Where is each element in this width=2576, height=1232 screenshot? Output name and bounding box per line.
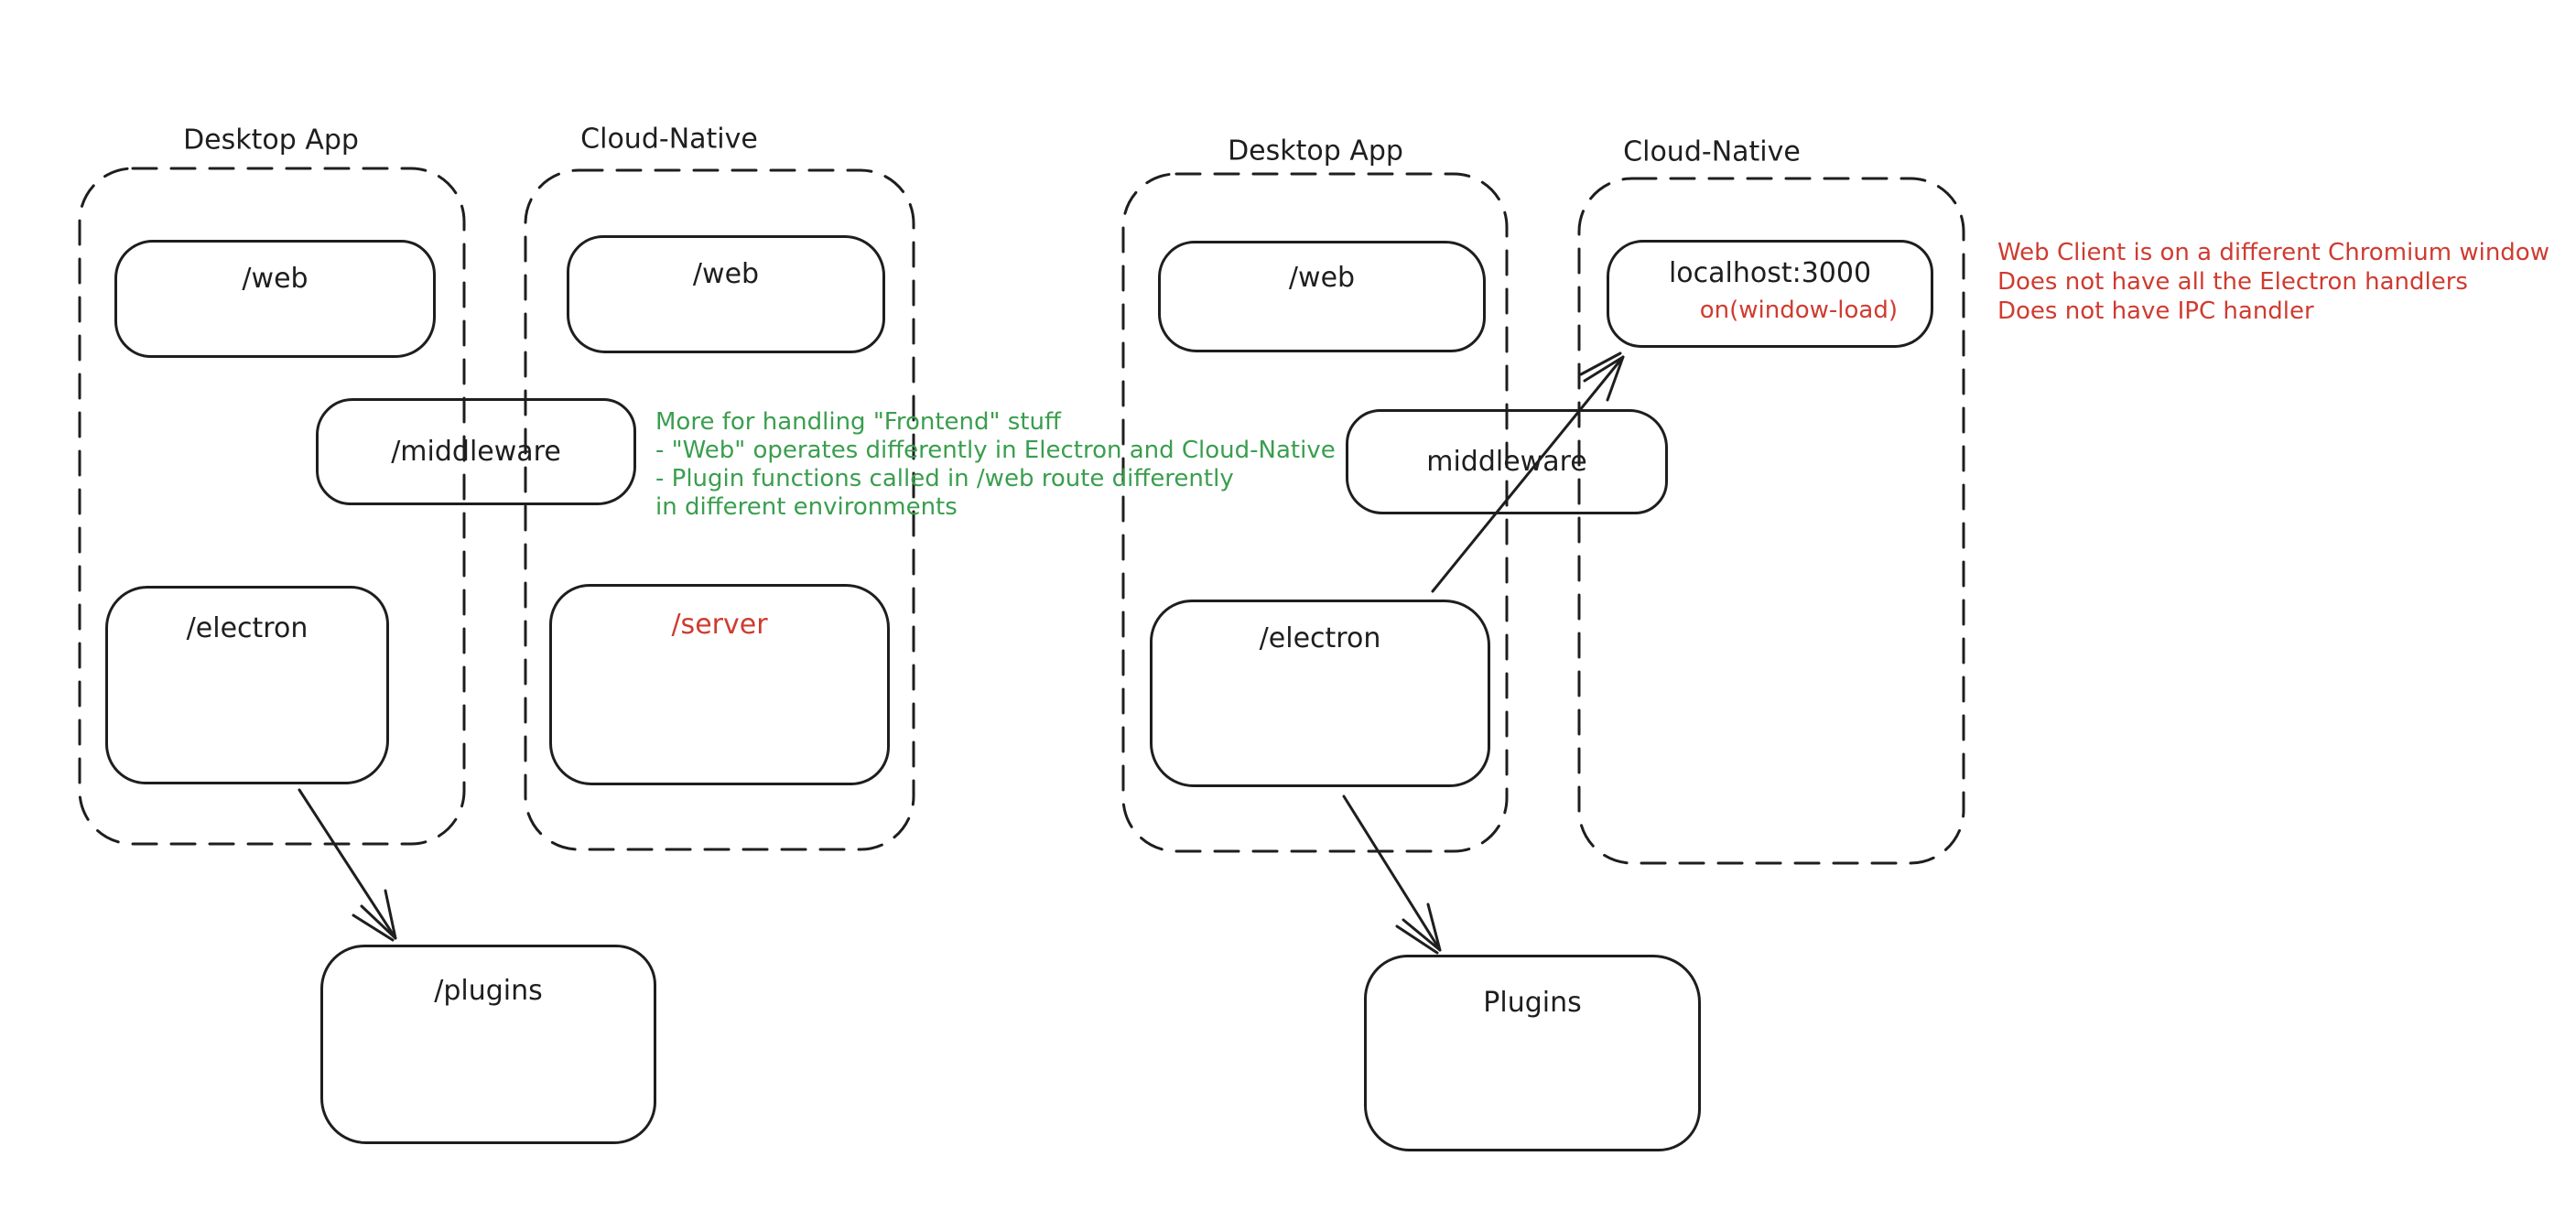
- web-box-desktop-right: /web: [1158, 241, 1486, 352]
- cloud-native-container-left: [524, 168, 915, 851]
- cloud-native-title-left: Cloud-Native: [580, 123, 758, 156]
- red-annotation-line-3: Does not have IPC handler: [1997, 297, 2314, 325]
- cloud-native-container-right: [1577, 177, 1965, 865]
- middleware-box-right-label: middleware: [1426, 446, 1587, 478]
- web-box-desktop-left-label: /web: [242, 263, 308, 295]
- plugins-box-left: /plugins: [320, 945, 656, 1144]
- green-annotation-line-3: - Plugin functions called in /web route …: [655, 465, 1234, 492]
- localhost-box-label: localhost:3000: [1668, 257, 1872, 289]
- desktop-app-title-left: Desktop App: [183, 124, 359, 157]
- server-box-left-label: /server: [671, 609, 768, 641]
- electron-box-right: /electron: [1150, 600, 1490, 787]
- electron-box-left: /electron: [105, 586, 389, 784]
- desktop-app-container-left: [78, 167, 466, 846]
- plugins-box-right-label: Plugins: [1483, 987, 1582, 1019]
- web-box-cloud-left-label: /web: [692, 258, 760, 290]
- arrow-electron-to-localhost: [1431, 351, 1625, 593]
- localhost-box: localhost:3000 on(window-load): [1607, 240, 1933, 348]
- server-box-left: /server: [549, 584, 890, 785]
- web-box-desktop-right-label: /web: [1288, 262, 1356, 294]
- plugins-box-left-label: /plugins: [434, 975, 543, 1007]
- window-load-label: on(window-load): [1699, 297, 1898, 324]
- green-annotation-line-2: - "Web" operates differently in Electron…: [655, 437, 1336, 464]
- web-box-cloud-left: /web: [567, 235, 885, 353]
- arrow-electron-to-plugins-right: [1342, 794, 1442, 955]
- middleware-box-left: /middleware: [316, 398, 636, 505]
- green-annotation-line-4: in different environments: [655, 493, 958, 521]
- electron-box-right-label: /electron: [1259, 622, 1381, 654]
- desktop-app-container-right: [1121, 172, 1509, 853]
- desktop-app-title-right: Desktop App: [1228, 135, 1403, 168]
- cloud-native-title-right: Cloud-Native: [1623, 135, 1801, 168]
- electron-box-left-label: /electron: [186, 612, 308, 644]
- red-annotation-line-1: Web Client is on a different Chromium wi…: [1997, 239, 2549, 266]
- arrow-electron-to-plugins-left: [298, 788, 397, 942]
- red-annotation: Web Client is on a different Chromium wi…: [1997, 238, 2549, 326]
- plugins-box-right: Plugins: [1364, 955, 1701, 1151]
- middleware-box-left-label: /middleware: [391, 436, 561, 468]
- green-annotation-line-1: More for handling "Frontend" stuff: [655, 408, 1061, 436]
- web-box-desktop-left: /web: [114, 240, 436, 358]
- red-annotation-line-2: Does not have all the Electron handlers: [1997, 268, 2468, 296]
- green-annotation: More for handling "Frontend" stuff - "We…: [655, 408, 1336, 522]
- middleware-box-right: middleware: [1346, 409, 1668, 514]
